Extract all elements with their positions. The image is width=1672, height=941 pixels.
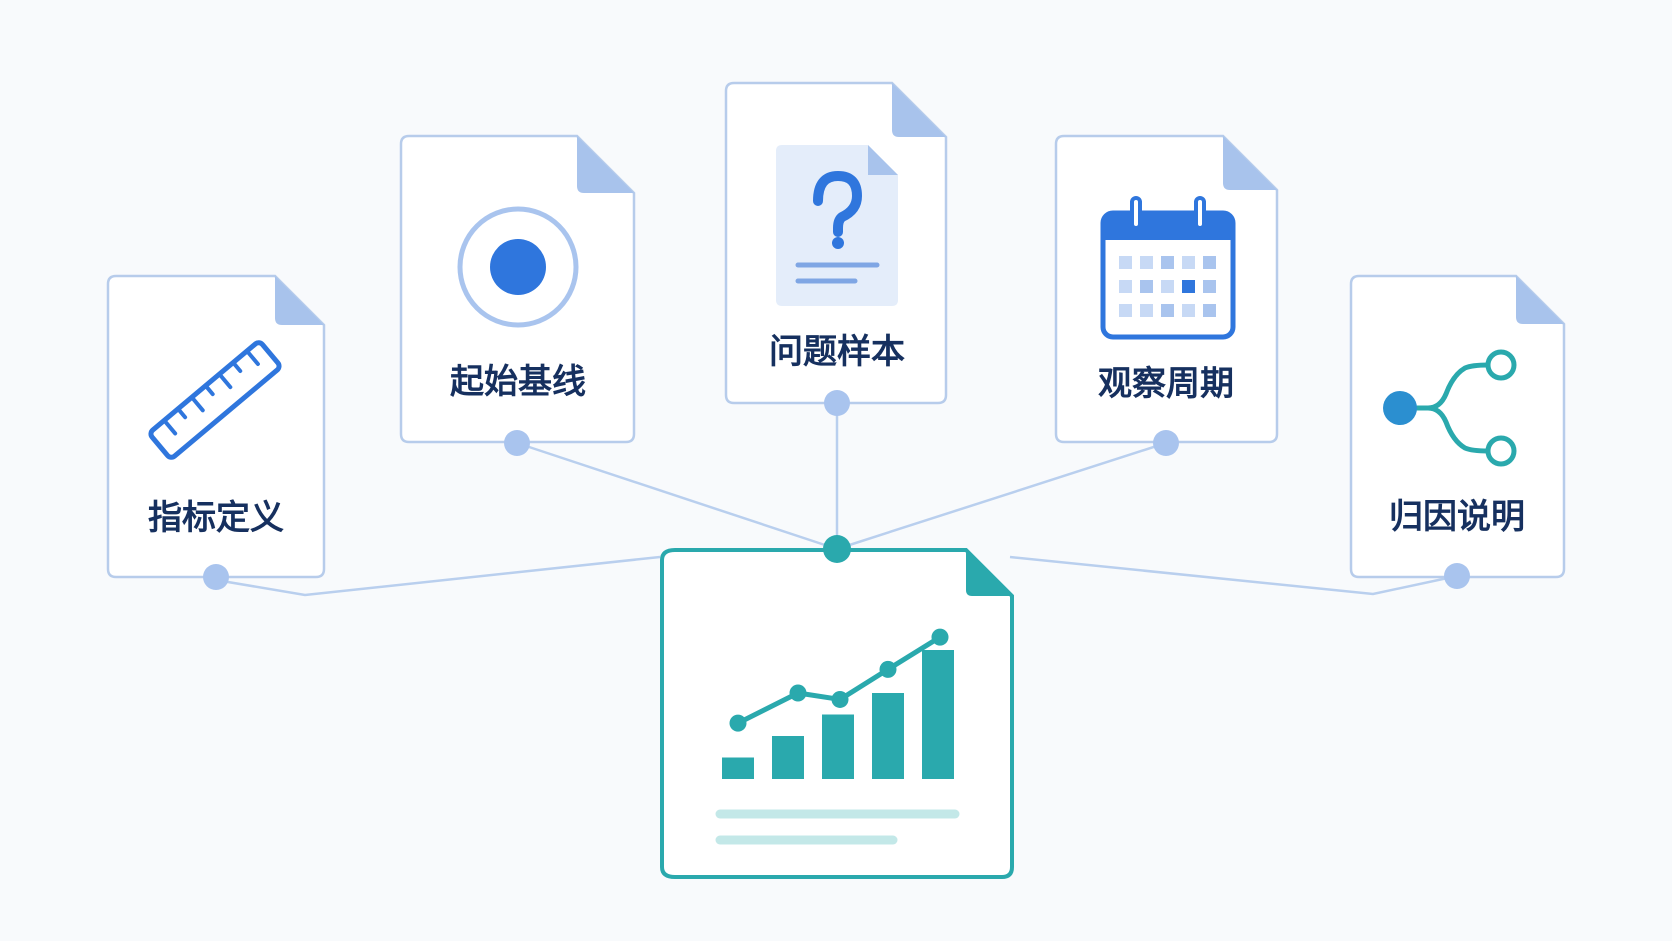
- result-document: [660, 535, 1014, 879]
- chart-point: [729, 714, 747, 732]
- question-document-icon: [776, 145, 898, 306]
- document-card-problem-sample: 问题样本: [724, 81, 948, 416]
- connector-node-starting-baseline: [504, 430, 530, 456]
- chart-point: [931, 628, 949, 646]
- page-fold: [577, 136, 634, 193]
- chart-point: [879, 660, 897, 678]
- card-label-metric-definition: 指标定义: [148, 498, 284, 538]
- connector-node-metric-definition: [203, 564, 229, 590]
- card-label-problem-sample: 问题样本: [769, 332, 905, 372]
- connector-attribution-explanation: [1009, 555, 1458, 596]
- chart-bar: [872, 693, 904, 779]
- hub-node: [823, 535, 851, 563]
- card-label-observation-period: 观察周期: [1098, 364, 1234, 404]
- branch-icon: [1383, 349, 1517, 467]
- document-card-starting-baseline: 起始基线: [399, 134, 636, 456]
- chart-bar: [922, 650, 954, 779]
- chart-bar: [722, 757, 754, 779]
- chart-bar: [772, 736, 804, 779]
- chart-point: [789, 684, 807, 702]
- connector-metric-definition: [215, 555, 661, 597]
- ruler-icon: [148, 340, 282, 460]
- growth-chart-icon: [722, 628, 954, 779]
- page-fold: [892, 83, 946, 137]
- page-fold: [966, 550, 1012, 596]
- calendar-icon: [1100, 196, 1236, 340]
- chart-bar: [822, 714, 854, 779]
- target-icon: [457, 206, 579, 328]
- page-fold: [275, 276, 324, 325]
- document-card-observation-period: 观察周期: [1054, 134, 1279, 456]
- page-fold: [1516, 276, 1564, 324]
- page-fold: [1223, 136, 1277, 190]
- connector-node-observation-period: [1153, 430, 1179, 456]
- document-card-attribution-explanation: 归因说明: [1349, 274, 1566, 589]
- connector-starting-baseline: [516, 441, 838, 551]
- connector-node-problem-sample: [824, 390, 850, 416]
- connector-node-attribution-explanation: [1444, 563, 1470, 589]
- card-label-starting-baseline: 起始基线: [450, 362, 586, 402]
- connectors: [215, 403, 1458, 597]
- connector-observation-period: [836, 441, 1167, 551]
- chart-point: [831, 690, 849, 708]
- document-card-metric-definition: 指标定义: [106, 274, 326, 590]
- calendar-grid: [1119, 256, 1216, 317]
- card-label-attribution-explanation: 归因说明: [1389, 497, 1525, 537]
